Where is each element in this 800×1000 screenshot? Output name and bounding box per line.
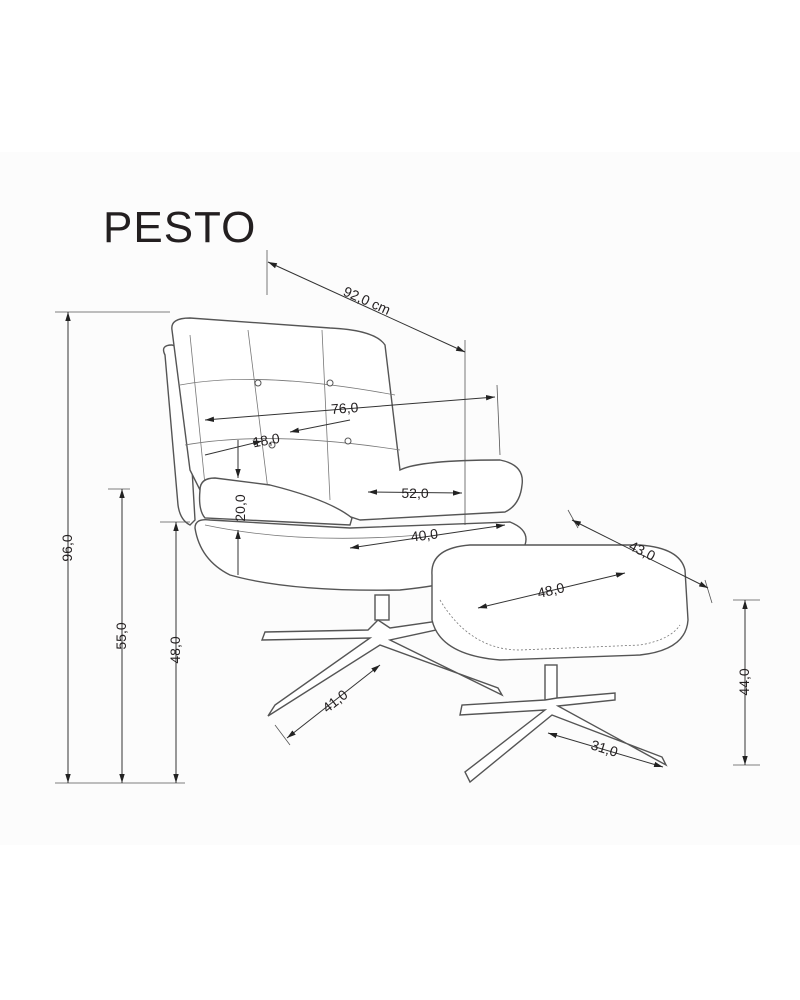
armchair-drawing	[162, 317, 527, 717]
dim-ottoman-base: 31,0	[589, 737, 620, 760]
dim-seat-depth: 52,0	[401, 485, 428, 501]
product-title: PESTO	[103, 203, 257, 252]
dim-overall-width: 76,0	[331, 399, 360, 417]
dim-chair-base: 41,0	[319, 686, 350, 716]
dim-seat-width: 40,0	[410, 525, 439, 544]
dim-overall-depth: 92,0 cm	[341, 283, 393, 318]
dim-ottoman-width: 48,0	[536, 579, 566, 601]
dim-armrest-width: 18,0	[251, 430, 281, 451]
dim-armrest-floor-height: 55,0	[113, 622, 129, 649]
dim-ottoman-height: 44,0	[736, 668, 752, 695]
dim-armrest-height: 20,0	[232, 494, 248, 521]
dim-overall-height: 96,0	[59, 534, 75, 561]
dim-seat-height: 48,0	[167, 636, 183, 663]
